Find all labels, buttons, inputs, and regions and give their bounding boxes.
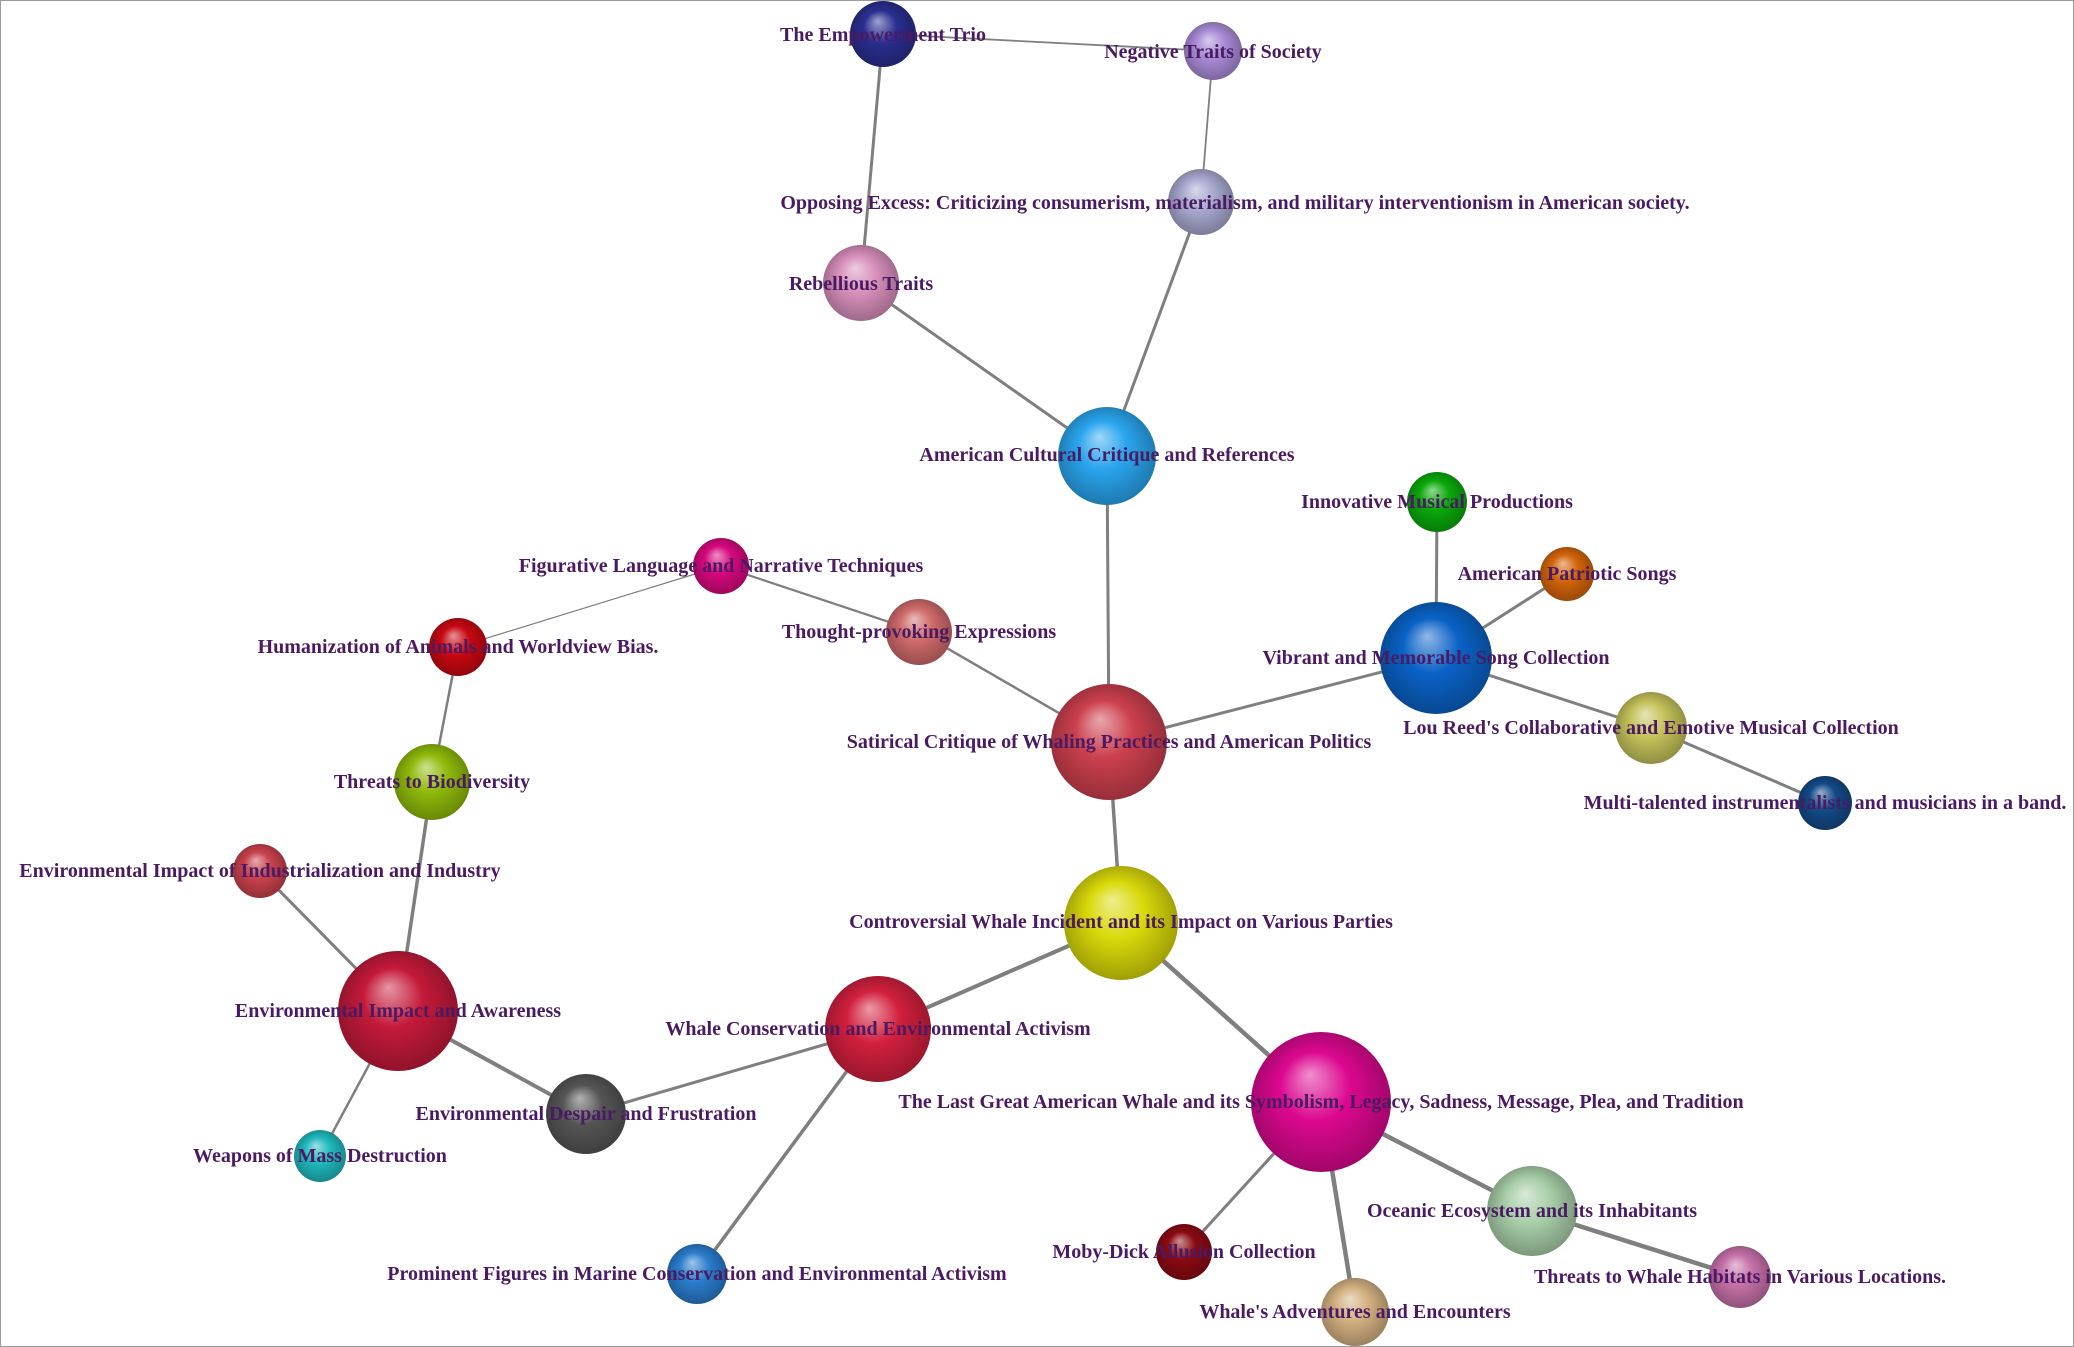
node-whale_conservation[interactable] xyxy=(825,976,931,1082)
node-label-vibrant: Vibrant and Memorable Song Collection xyxy=(1262,647,1609,669)
node-label-oceanic: Oceanic Ecosystem and its Inhabitants xyxy=(1367,1200,1697,1222)
node-label-satirical: Satirical Critique of Whaling Practices … xyxy=(847,731,1372,753)
node-label-prominent: Prominent Figures in Marine Conservation… xyxy=(387,1263,1007,1285)
node-controversial[interactable] xyxy=(1064,866,1178,980)
node-label-multi: Multi-talented instrumentalists and musi… xyxy=(1584,792,2067,814)
node-label-figurative: Figurative Language and Narrative Techni… xyxy=(519,555,924,577)
node-opposing[interactable] xyxy=(1168,169,1234,235)
node-label-controversial: Controversial Whale Incident and its Imp… xyxy=(849,911,1393,933)
node-label-negative: Negative Traits of Society xyxy=(1104,41,1322,63)
node-label-threats_bio: Threats to Biodiversity xyxy=(334,771,530,793)
node-habitats[interactable] xyxy=(1709,1246,1771,1308)
node-label-american_critique: American Cultural Critique and Reference… xyxy=(919,444,1294,466)
node-wmd[interactable] xyxy=(294,1130,346,1182)
node-label-humanization: Humanization of Animals and Worldview Bi… xyxy=(258,636,659,658)
node-figurative[interactable] xyxy=(693,538,749,594)
node-prominent[interactable] xyxy=(667,1244,727,1304)
node-label-despair: Environmental Despair and Frustration xyxy=(416,1103,757,1125)
node-label-whale_conservation: Whale Conservation and Environmental Act… xyxy=(665,1018,1091,1040)
node-label-lou_reed: Lou Reed's Collaborative and Emotive Mus… xyxy=(1403,717,1899,739)
node-label-env_impact: Environmental Impact and Awareness xyxy=(235,1000,561,1022)
node-label-thought: Thought-provoking Expressions xyxy=(782,621,1057,643)
node-label-rebellious: Rebellious Traits xyxy=(789,273,933,295)
node-vibrant[interactable] xyxy=(1380,602,1492,714)
node-label-innovative: Innovative Musical Productions xyxy=(1301,491,1573,513)
node-innovative[interactable] xyxy=(1407,472,1467,532)
node-industrialization[interactable] xyxy=(233,844,287,898)
node-negative[interactable] xyxy=(1184,22,1242,80)
node-env_impact[interactable] xyxy=(338,951,458,1071)
node-label-industrialization: Environmental Impact of Industrializatio… xyxy=(19,860,500,882)
node-label-patriotic: American Patriotic Songs xyxy=(1458,563,1677,585)
edge-empowerment-rebellious xyxy=(859,32,885,285)
node-thought[interactable] xyxy=(886,599,952,665)
node-lou_reed[interactable] xyxy=(1615,692,1687,764)
node-adventures[interactable] xyxy=(1321,1278,1389,1346)
edge-rebellious-american_critique xyxy=(859,281,1109,458)
node-moby[interactable] xyxy=(1156,1224,1212,1280)
edge-empowerment-negative xyxy=(882,33,1214,52)
node-label-habitats: Threats to Whale Habitats in Various Loc… xyxy=(1534,1266,1946,1288)
node-empowerment[interactable] xyxy=(850,1,916,67)
node-label-empowerment: The Empowerment Trio xyxy=(780,24,986,46)
node-label-adventures: Whale's Adventures and Encounters xyxy=(1199,1301,1511,1323)
node-despair[interactable] xyxy=(546,1074,626,1154)
node-american_critique[interactable] xyxy=(1058,407,1156,505)
node-last_whale[interactable] xyxy=(1251,1032,1391,1172)
node-label-moby: Moby-Dick Allusion Collection xyxy=(1052,1241,1315,1263)
node-multi[interactable] xyxy=(1798,776,1852,830)
node-label-wmd: Weapons of Mass Destruction xyxy=(193,1145,447,1167)
node-oceanic[interactable] xyxy=(1487,1166,1577,1256)
node-satirical[interactable] xyxy=(1051,684,1167,800)
node-label-last_whale: The Last Great American Whale and its Sy… xyxy=(898,1091,1743,1113)
edge-figurative-humanization xyxy=(457,565,722,648)
node-humanization[interactable] xyxy=(429,618,487,676)
node-label-opposing: Opposing Excess: Criticizing consumerism… xyxy=(780,192,1689,214)
node-patriotic[interactable] xyxy=(1540,547,1594,601)
node-rebellious[interactable] xyxy=(823,245,899,321)
node-threats_bio[interactable] xyxy=(394,744,470,820)
edge-figurative-thought xyxy=(719,564,921,634)
